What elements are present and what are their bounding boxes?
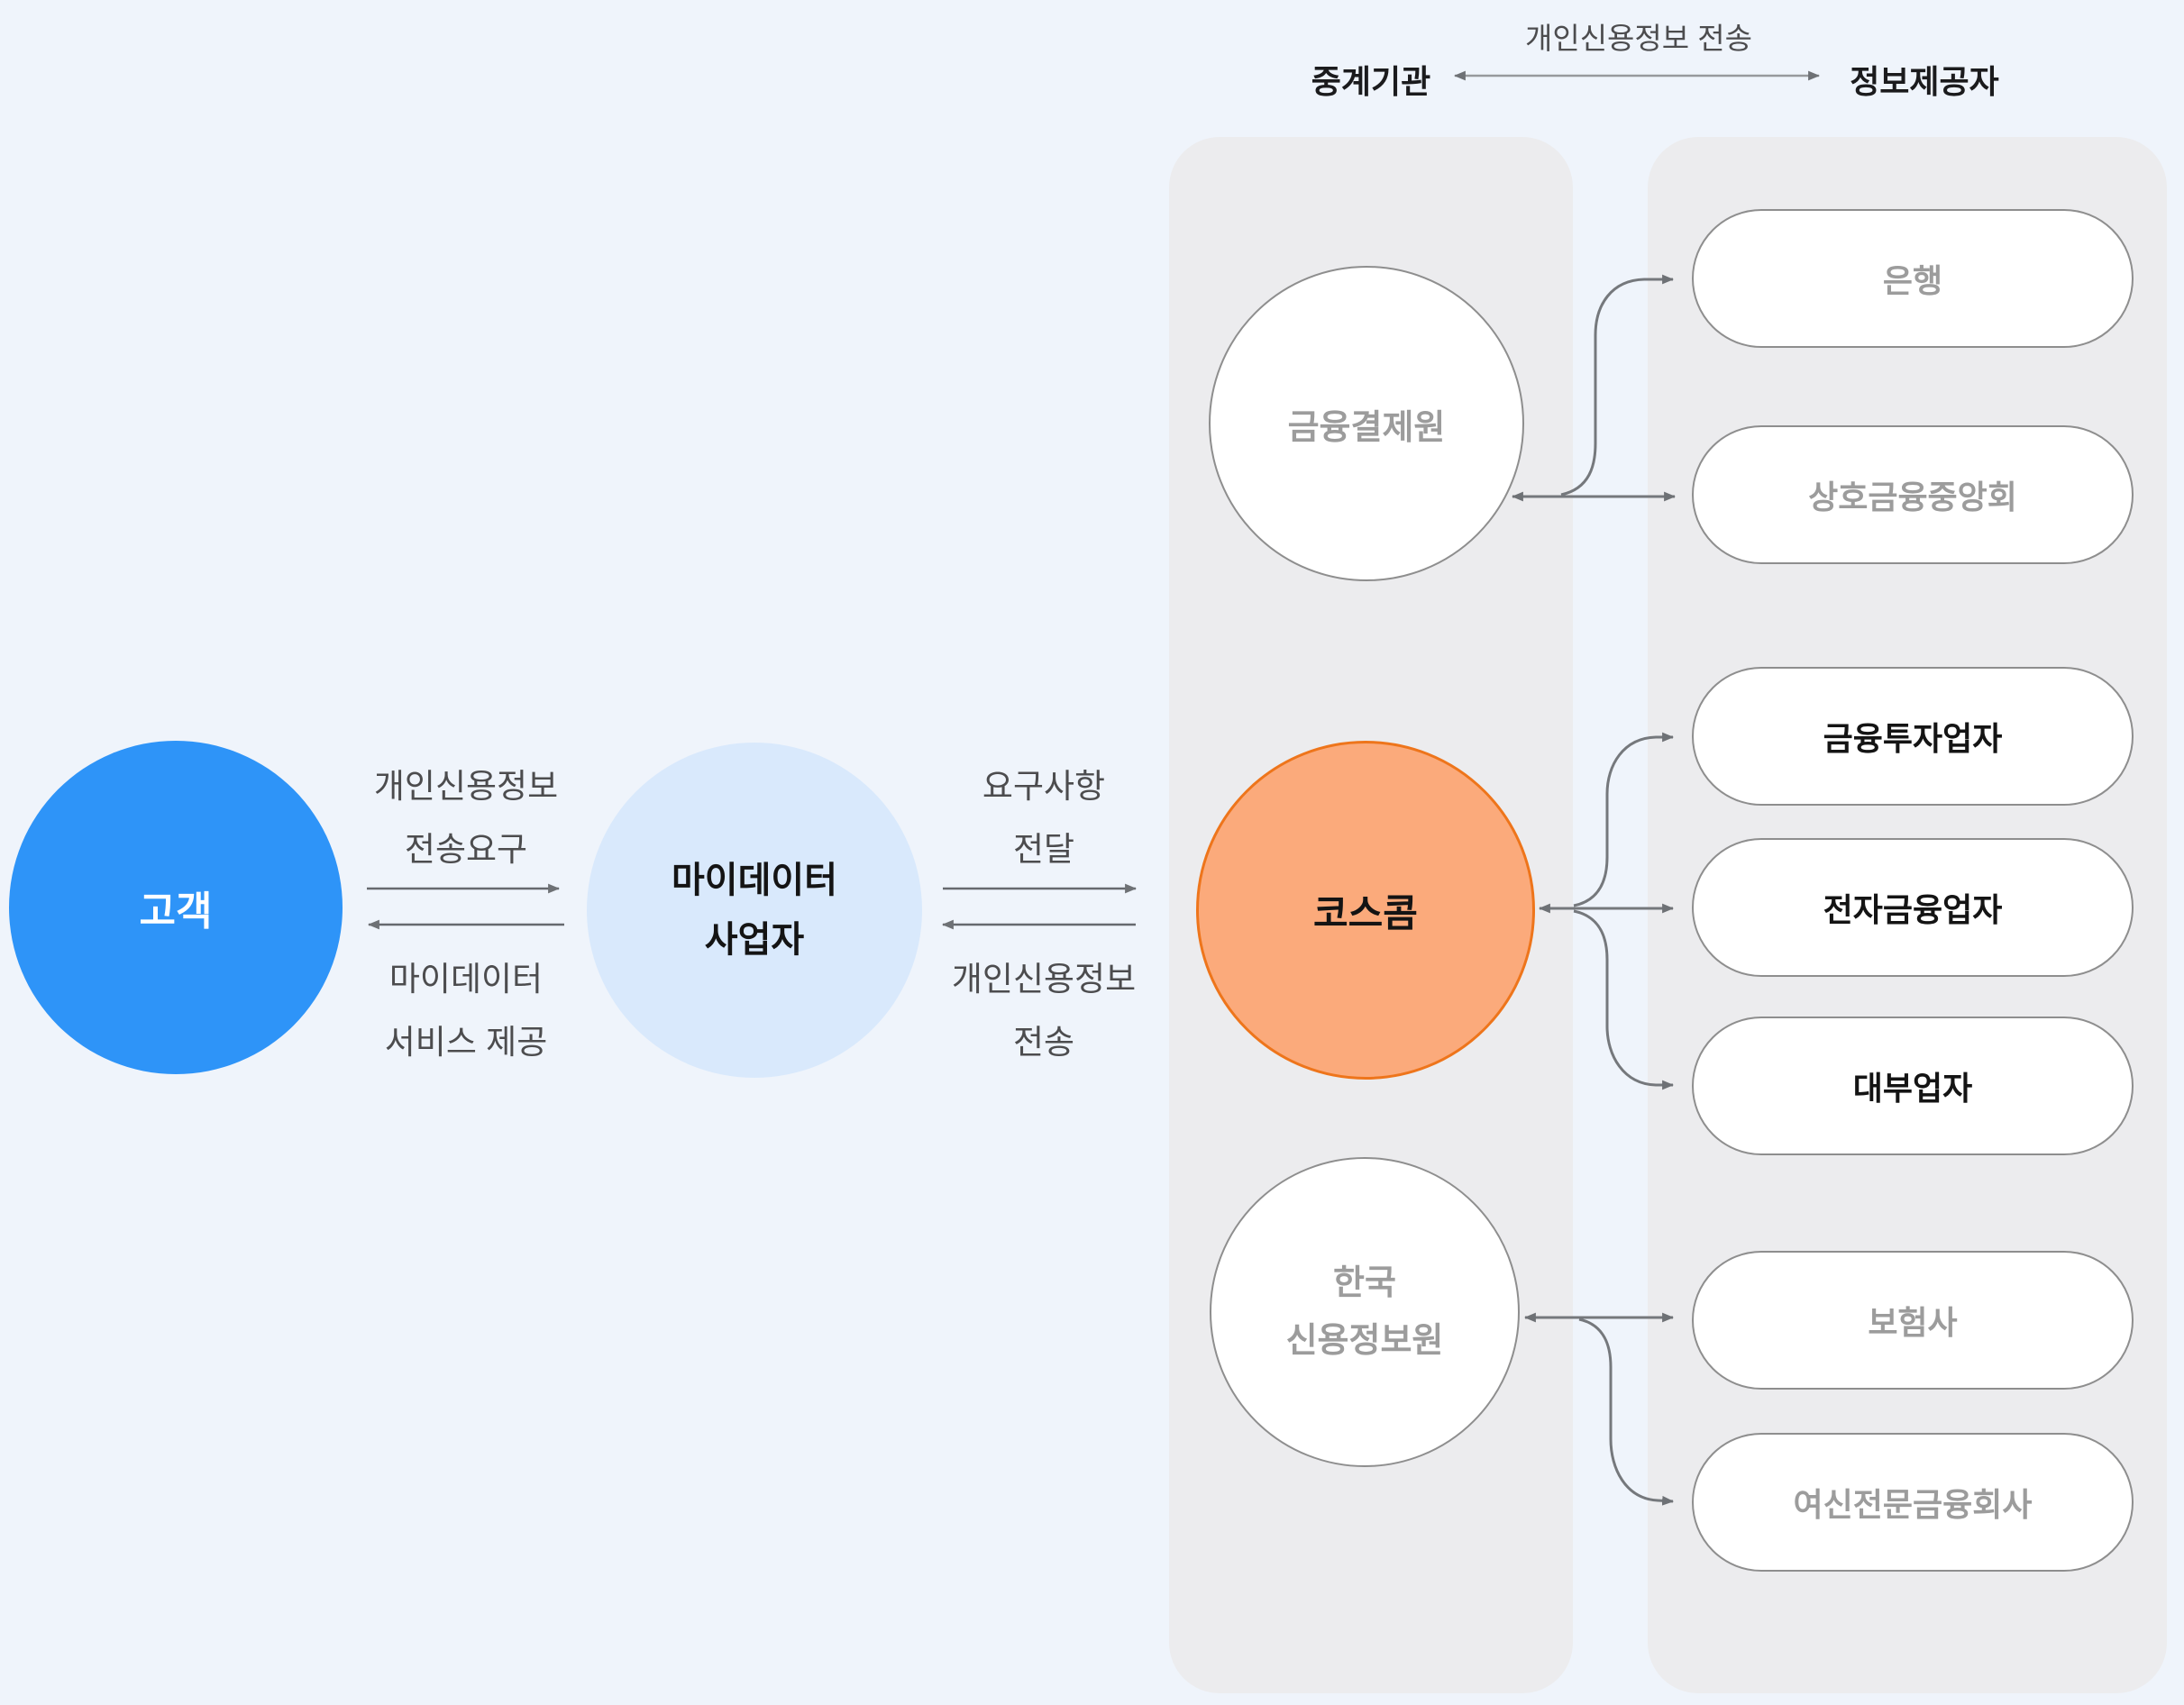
pill-financial-investment: 금융투자업자 [1692, 667, 2134, 806]
label-request-line2: 전송요구 [404, 831, 528, 868]
label-service-line2: 서비스 제공 [384, 1024, 548, 1061]
pill-bank: 은행 [1692, 209, 2134, 348]
label-request-line1: 개인신용정보 [373, 768, 559, 805]
koscom-circle: 코스콤 [1196, 741, 1535, 1080]
pill-mutual-finance-federation: 상호금융중앙회 [1692, 425, 2134, 564]
label-requirements-forwarding: 요구사항 전달 [891, 755, 1197, 881]
pill-lender: 대부업자 [1692, 1017, 2134, 1155]
label-credit-info-transfer-request: 개인신용정보 전송요구 [313, 755, 619, 881]
pill-insurance: 보험사 [1692, 1251, 2134, 1390]
label-service-line1: 마이데이터 [388, 961, 544, 998]
customer-circle: 고객 [9, 741, 343, 1074]
label-mydata-service-provision: 마이데이터 서비스 제공 [313, 948, 619, 1074]
label-credit-info-transfer: 개인신용정보 전송 [891, 948, 1197, 1074]
kftc-label: 금융결제원 [1287, 408, 1446, 447]
mydata-operator-label-line1: 마이데이터 [672, 861, 837, 900]
customer-label: 고객 [139, 889, 213, 934]
korea-credit-info-circle: 한국 신용정보원 [1210, 1157, 1520, 1467]
koscom-label: 코스콤 [1313, 891, 1418, 935]
kftc-circle: 금융결제원 [1209, 266, 1524, 581]
label-transfer-line2: 전송 [1012, 1024, 1075, 1061]
label-transfer-line1: 개인신용정보 [951, 961, 1137, 998]
relay-column-header: 중계기관 [1311, 63, 1431, 100]
mydata-operator-label-line2: 사업자 [704, 920, 805, 960]
korea-credit-info-label-line2: 신용정보원 [1285, 1322, 1444, 1360]
provider-column-header: 정보제공자 [1850, 63, 1999, 100]
label-forward-line1: 요구사항 [982, 768, 1106, 805]
pill-electronic-finance: 전자금융업자 [1692, 838, 2134, 977]
mydata-operator-circle: 마이데이터 사업자 [587, 743, 922, 1078]
korea-credit-info-label: 한국 신용정보원 [1286, 1254, 1444, 1370]
pill-credit-finance-company: 여신전문금융회사 [1692, 1433, 2134, 1572]
mydata-operator-label: 마이데이터 사업자 [672, 851, 837, 970]
korea-credit-info-label-line1: 한국 [1333, 1264, 1396, 1302]
credit-info-transfer-header-label: 개인신용정보 전송 [1524, 22, 1753, 55]
label-forward-line2: 전달 [1012, 831, 1075, 868]
